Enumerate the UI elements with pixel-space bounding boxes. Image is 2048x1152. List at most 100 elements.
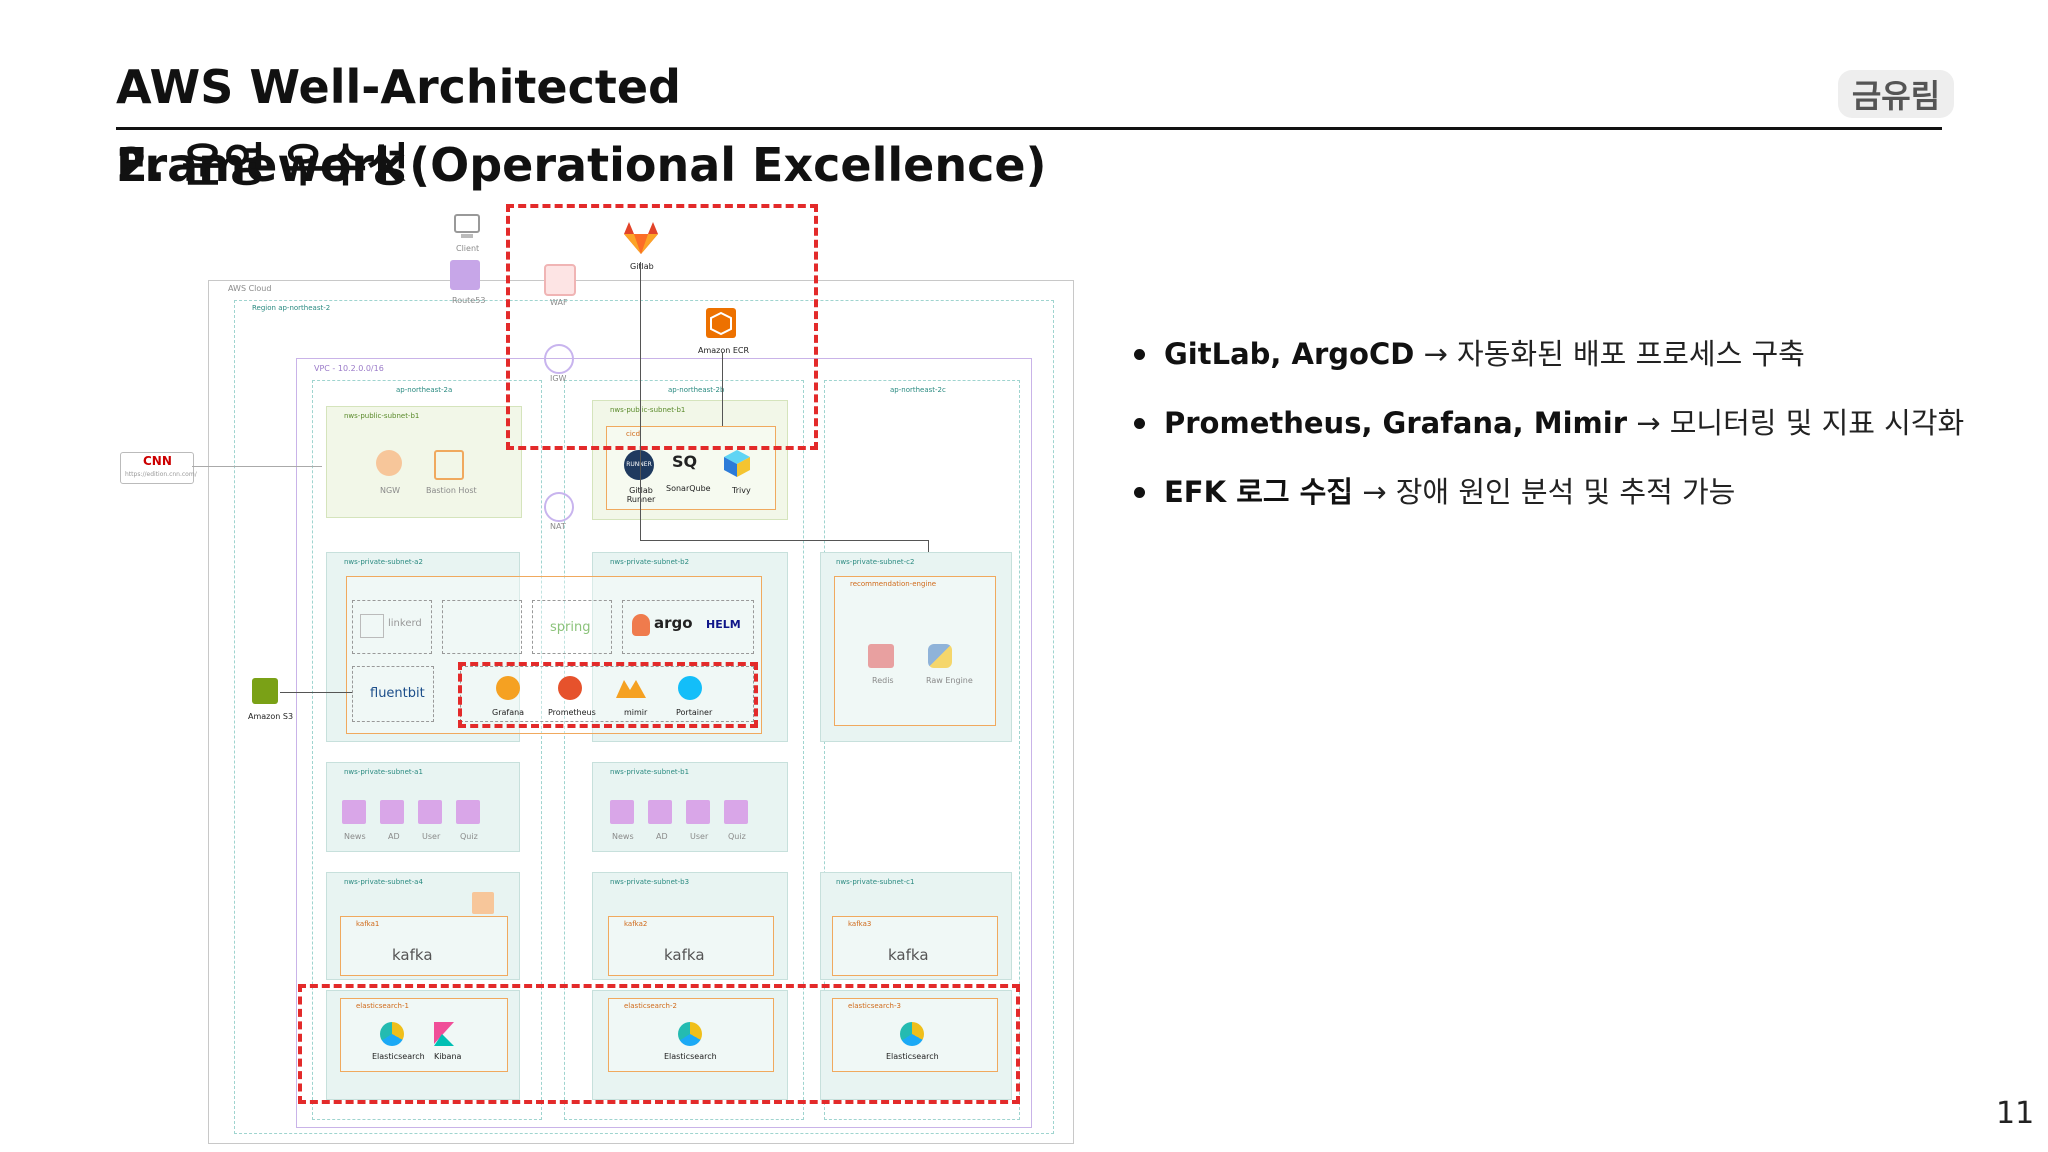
portainer-icon: [678, 676, 702, 700]
cnn-url: https://edition.cnn.com/: [125, 471, 197, 478]
kafka3-label: kafka3: [848, 920, 872, 928]
redis-label: Redis: [872, 676, 894, 685]
az-a-label: ap-northeast-2a: [396, 386, 453, 394]
ad-service-icon: [648, 800, 672, 824]
quiz-label: Quiz: [728, 832, 746, 841]
az-c: [824, 380, 1020, 1120]
kafka1-logo: kafka: [392, 946, 433, 964]
user-label: User: [422, 832, 441, 841]
private-subnet-b1-label: nws-private-subnet-b1: [610, 768, 690, 776]
nat-label: NAT: [550, 522, 566, 531]
grafana-label: Grafana: [492, 708, 525, 717]
kafka3-logo: kafka: [888, 946, 929, 964]
title-divider: [116, 127, 1942, 130]
private-subnet-a4-label: nws-private-subnet-a4: [344, 878, 423, 886]
kafka2-logo: kafka: [664, 946, 705, 964]
prometheus-label: Prometheus: [548, 708, 596, 717]
public-subnet-b-label: nws-public-subnet-b1: [610, 406, 686, 414]
private-subnet-a2: [326, 552, 520, 742]
recommend-box: [834, 576, 996, 726]
public-subnet-a-label: nws-public-subnet-b1: [344, 412, 420, 420]
ngw-icon: [376, 450, 402, 476]
igw-icon: [544, 344, 574, 374]
elasticsearch-icon: [678, 1022, 702, 1046]
private-subnet-b3-label: nws-private-subnet-b3: [610, 878, 690, 886]
az-b-label: ap-northeast-2b: [668, 386, 725, 394]
waf-label: WAF: [550, 298, 568, 307]
ecr-link-line: [722, 352, 723, 426]
runner-to-argo-line: [640, 540, 928, 541]
az-b: [564, 380, 804, 1120]
private-subnet-c1: [820, 872, 1012, 980]
elasticsearch-icon: [380, 1022, 404, 1046]
slide-title-overlap: Framework: [116, 138, 405, 192]
kafka2-box: [608, 916, 774, 976]
bullet-list: GitLab, ArgoCD → 자동화된 배포 프로세스 구축 Prometh…: [1130, 334, 1990, 541]
az-a: [312, 380, 542, 1120]
amazon-ecr-icon: [706, 308, 736, 338]
spring-label: spring: [550, 620, 591, 635]
portainer-label: Portainer: [676, 708, 713, 717]
public-subnet-a: [326, 406, 522, 518]
client-icon: [454, 214, 480, 238]
grafana-icon: [496, 676, 520, 700]
client-label: Client: [456, 244, 480, 253]
redis-icon: [868, 644, 894, 668]
news-label: News: [344, 832, 366, 841]
aws-cloud-boundary: [208, 280, 1074, 1144]
trivy-icon: [724, 450, 750, 477]
private-subnet-c2: [820, 552, 1012, 742]
slide-title: AWS Well-Architected: [116, 60, 681, 114]
kibana-icon: [434, 1022, 454, 1046]
route53-icon: [450, 260, 480, 290]
es3-label: elasticsearch-3: [848, 1002, 901, 1010]
sonarqube-label: SonarQube: [666, 484, 711, 493]
es2-label: elasticsearch-2: [624, 1002, 677, 1010]
route53-label: Route53: [452, 296, 486, 305]
mimir-label: mimir: [624, 708, 648, 717]
ad-service-icon: [380, 800, 404, 824]
vpc-boundary: [296, 358, 1032, 1128]
trivy-label: Trivy: [732, 486, 751, 495]
highlight-monitoring: [458, 662, 758, 728]
private-subnet-c2-label: nws-private-subnet-c2: [836, 558, 915, 566]
region-boundary: [234, 300, 1054, 1134]
gitlab-to-runner-line: [640, 262, 641, 540]
bastion-host-icon: [434, 450, 464, 480]
highlight-ci-pipeline: [506, 204, 818, 450]
private-subnet-a4: [326, 872, 520, 980]
es1-label: elasticsearch-1: [356, 1002, 409, 1010]
linkerd-icon: [360, 614, 384, 638]
argo-helm-box: [622, 600, 754, 654]
bullet-item: EFK 로그 수집 → 장애 원인 분석 및 추적 가능: [1130, 472, 1990, 512]
helm-label: HELM: [706, 618, 741, 631]
kafka2-label: kafka2: [624, 920, 648, 928]
news-service-icon: [610, 800, 634, 824]
linkerd-label: linkerd: [388, 618, 422, 629]
user-service-icon: [418, 800, 442, 824]
kibana-label: Kibana: [434, 1052, 462, 1061]
recommend-label: recommendation-engine: [850, 580, 937, 588]
elasticsearch-label: Elasticsearch: [886, 1052, 939, 1061]
waf-icon: [544, 264, 576, 296]
gitlab-label: Gitlab: [630, 262, 654, 271]
cnn-arrow: [192, 466, 322, 467]
ngw-label: NGW: [380, 486, 401, 495]
fluentbit-box: [352, 666, 434, 722]
cicd-label: cicd: [626, 430, 641, 438]
sonarqube-icon: SQ: [672, 452, 698, 471]
python-icon: [928, 644, 952, 668]
az-c-label: ap-northeast-2c: [890, 386, 946, 394]
private-subnet-a2-label: nws-private-subnet-a2: [344, 558, 423, 566]
gitlab-icon: [624, 222, 658, 254]
cnn-logo: CNN: [143, 454, 172, 468]
prometheus-icon: [558, 676, 582, 700]
kafka1-box: [340, 916, 508, 976]
region-label: Region ap-northeast-2: [252, 304, 331, 312]
user-label: User: [690, 832, 709, 841]
bullet-item: GitLab, ArgoCD → 자동화된 배포 프로세스 구축: [1130, 334, 1990, 374]
placeholder-box: [442, 600, 522, 654]
linkerd-box: [352, 600, 432, 654]
slide-subtitle: 2. 운영 우수성(Operational Excellence): [116, 138, 1047, 192]
runner-label: Gitlab Runner: [626, 486, 656, 504]
